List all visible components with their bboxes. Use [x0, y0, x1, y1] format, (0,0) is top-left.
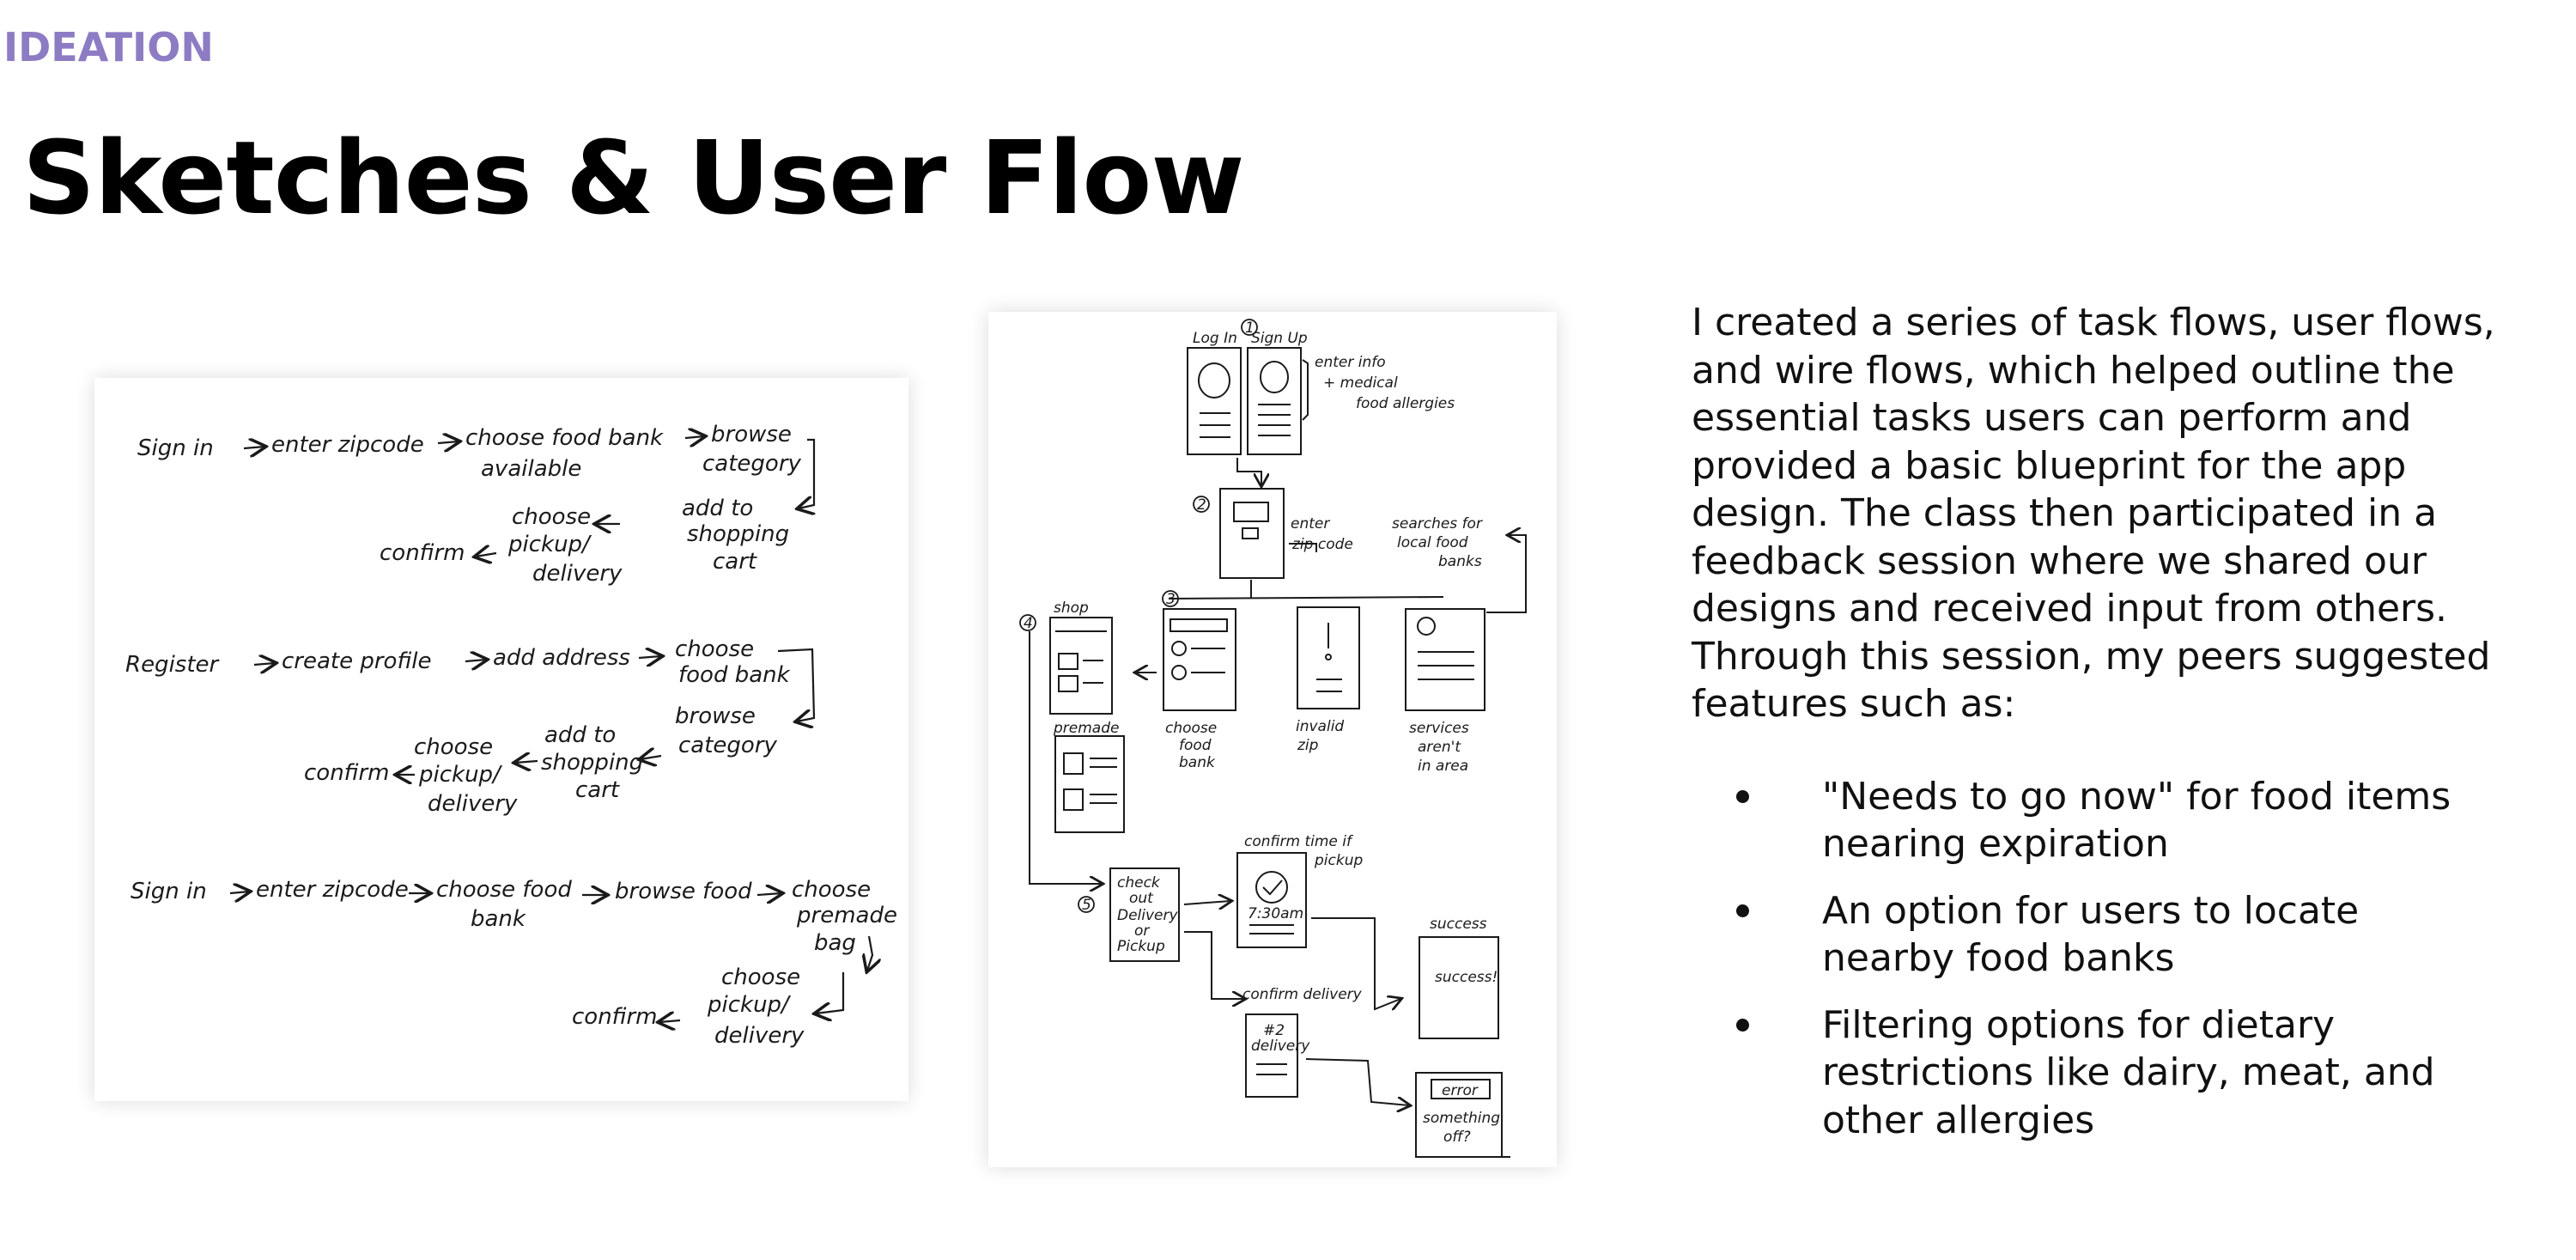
- intro-paragraph: I created a series of task flows, user f…: [1692, 301, 2495, 726]
- time-label: 7:30am: [1248, 905, 1303, 922]
- feature-text: "Needs to go now" for food items nearing…: [1822, 774, 2451, 867]
- feature-item-locate-food-banks: An option for users to locate nearby foo…: [1692, 887, 2499, 983]
- wire-flow-sketch: 1 Log In Sign Up enter info + medical fo…: [988, 312, 1557, 1167]
- flow3-choose-3: delivery: [714, 1023, 805, 1049]
- searches-1: searches for: [1392, 515, 1483, 533]
- searches-2: local food: [1397, 534, 1468, 551]
- checkout-3: Delivery: [1117, 907, 1179, 924]
- flow3-confirm: confirm: [572, 1004, 658, 1030]
- choose-food-bank-3: bank: [1179, 754, 1216, 771]
- flow1-step-3: choose food bank: [465, 425, 664, 451]
- confirm-time-2: pickup: [1314, 852, 1363, 869]
- flow1-choose-2: pickup/: [507, 532, 592, 557]
- login-label: Log In: [1193, 330, 1237, 347]
- delivery-box-1: #2: [1263, 1022, 1285, 1039]
- choose-food-bank-2: food: [1179, 737, 1212, 754]
- services-3: in area: [1418, 758, 1468, 775]
- invalid-zip-1: invalid: [1296, 718, 1344, 735]
- something-off-1: something: [1423, 1110, 1500, 1127]
- flow1-category: category: [702, 451, 802, 477]
- flow3-step-1: Sign in: [131, 879, 207, 904]
- flow3-premade-1: premade: [796, 903, 897, 928]
- flow3-step-5: choose: [792, 877, 871, 903]
- flow1-add-3: cart: [713, 549, 757, 575]
- flow1-step-2: enter zipcode: [271, 432, 424, 458]
- step-4-number: 4: [1024, 615, 1033, 632]
- step-5-number: 5: [1082, 897, 1091, 914]
- flow1-step-1: Sign in: [137, 435, 214, 461]
- flow3-choose-1: choose: [721, 965, 800, 990]
- flow1-confirm: confirm: [380, 540, 465, 566]
- flow2-choose-2: pickup/: [418, 762, 503, 788]
- flow1-choose-3: delivery: [532, 561, 623, 587]
- error-box: error: [1442, 1082, 1479, 1099]
- flow3-step-2: enter zipcode: [256, 877, 409, 903]
- enter-zip-2: zip code: [1291, 536, 1353, 553]
- flow3-step-3: choose food: [436, 877, 572, 903]
- step-1-number: 1: [1245, 320, 1255, 337]
- checkout-1: check: [1117, 874, 1161, 892]
- flow2-choose-1: choose: [414, 734, 493, 760]
- enter-info-2: + medical: [1323, 374, 1398, 392]
- step-3-number: 3: [1166, 591, 1176, 608]
- shop-label: shop: [1054, 600, 1089, 617]
- success-label: success: [1430, 916, 1487, 933]
- premade-label: premade: [1053, 720, 1119, 737]
- enter-zip-1: enter: [1291, 515, 1330, 533]
- services-1: services: [1409, 720, 1469, 737]
- success-box: success!: [1435, 969, 1498, 986]
- feature-list: "Needs to go now" for food items nearing…: [1692, 773, 2499, 1145]
- bullet-icon: [1736, 789, 1749, 803]
- flow2-add-2: shopping: [541, 750, 643, 776]
- bullet-icon: [1736, 1018, 1749, 1032]
- choose-food-bank-1: choose: [1165, 720, 1217, 737]
- flow1-choose-1: choose: [512, 504, 591, 530]
- flow2-browse-2: category: [678, 733, 778, 758]
- services-2: aren't: [1418, 739, 1461, 756]
- flow3-choose-2: pickup/: [707, 992, 792, 1018]
- flow1-available: available: [481, 456, 581, 482]
- flow2-step-1: Register: [125, 652, 221, 678]
- flow3-premade-2: bag: [814, 930, 856, 956]
- flow2-choose-3: delivery: [428, 791, 518, 817]
- flow3-step-4: browse food: [615, 879, 752, 904]
- feature-text: Filtering options for dietary restrictio…: [1822, 1002, 2435, 1142]
- flow2-add-3: cart: [575, 777, 620, 803]
- flow3-bank: bank: [471, 906, 526, 932]
- enter-info-3: food allergies: [1356, 395, 1455, 412]
- flow2-add-1: add to: [544, 722, 616, 748]
- flow1-add-1: add to: [682, 496, 753, 521]
- confirm-delivery: confirm delivery: [1242, 986, 1363, 1003]
- delivery-box-2: delivery: [1251, 1038, 1310, 1055]
- flow2-browse-1: browse: [675, 703, 756, 729]
- feature-item-dietary-filters: Filtering options for dietary restrictio…: [1692, 1001, 2499, 1145]
- signup-label: Sign Up: [1251, 330, 1308, 347]
- eyebrow-label: IDEATION: [3, 24, 214, 70]
- flow1-add-2: shopping: [687, 521, 789, 547]
- flow2-food-bank: food bank: [678, 662, 791, 688]
- wire-flow-sketch-drawing: 1 Log In Sign Up enter info + medical fo…: [1019, 319, 1527, 1158]
- flow1-step-4: browse: [711, 422, 792, 447]
- feature-item-needs-to-go-now: "Needs to go now" for food items nearing…: [1692, 773, 2499, 868]
- searches-3: banks: [1438, 553, 1482, 570]
- bullet-icon: [1736, 904, 1749, 917]
- feature-text: An option for users to locate nearby foo…: [1822, 888, 2360, 981]
- flow2-step-4: choose: [675, 636, 754, 662]
- enter-info-1: enter info: [1315, 354, 1386, 371]
- flow2-confirm: confirm: [304, 760, 390, 786]
- checkout-2: out: [1129, 890, 1154, 907]
- something-off-2: off?: [1443, 1129, 1471, 1146]
- step-2-number: 2: [1197, 496, 1206, 514]
- invalid-zip-2: zip: [1297, 737, 1319, 754]
- task-flow-sketch-drawing: Sign in enter zipcode choose food bank b…: [125, 422, 897, 1049]
- confirm-time-1: confirm time if: [1244, 833, 1354, 850]
- checkout-4: or: [1134, 922, 1150, 940]
- page-title: Sketches & User Flow: [22, 119, 1245, 237]
- flow2-step-3: add address: [493, 645, 630, 671]
- checkout-5: Pickup: [1117, 938, 1165, 955]
- flow2-step-2: create profile: [282, 648, 431, 674]
- description-column: I created a series of task flows, user f…: [1692, 299, 2499, 1163]
- task-flow-sketch: Sign in enter zipcode choose food bank b…: [94, 378, 908, 1101]
